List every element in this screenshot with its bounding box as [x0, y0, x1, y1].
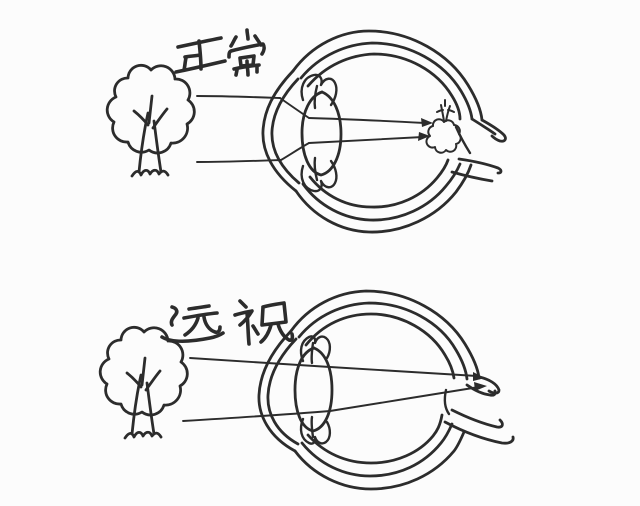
- normal-label-handwriting: [174, 28, 266, 77]
- light-ray-upper: [196, 95, 281, 99]
- yuan-stroke: [169, 305, 179, 327]
- retina-bottom: [308, 158, 450, 209]
- sclera-middle-bottom: [301, 162, 462, 222]
- cornea-outer-icon: [257, 329, 297, 453]
- mini-tree-trunk: [440, 104, 445, 122]
- zheng-stroke: [174, 59, 227, 74]
- tree-base: [130, 168, 170, 178]
- optic-nerve-lower-sheath: [450, 408, 504, 429]
- ciliary-body-bottom-detail: [313, 156, 319, 182]
- tree-branch: [147, 94, 154, 125]
- ray-arrowhead: [418, 132, 430, 141]
- sclera-outer-bottom: [294, 163, 473, 234]
- light-ray-lower-converging: [329, 386, 480, 412]
- sclera-outer-top: [291, 29, 484, 122]
- ciliary-body-bottom-detail: [310, 415, 315, 439]
- light-ray-lower: [182, 410, 331, 422]
- cornea-inner-icon: [266, 337, 300, 446]
- tree-icon: [98, 325, 189, 440]
- chang-stroke: [227, 42, 266, 59]
- optic-nerve-upper-sheath: [470, 117, 497, 136]
- shi-stroke: [259, 323, 273, 344]
- optic-nerve-upper-sheath: [477, 375, 501, 395]
- mini-tree-canopy: [425, 118, 462, 154]
- retina-top: [304, 312, 456, 380]
- eye-cross-section-hyperopia: [257, 289, 515, 491]
- tree-canopy: [105, 63, 196, 155]
- optic-nerve-lower-sheath: [450, 170, 494, 183]
- ray-arrowhead: [421, 118, 433, 127]
- retina-top: [306, 52, 462, 121]
- sclera-outer-top: [289, 289, 481, 380]
- ciliary-body-bottom: [300, 159, 338, 193]
- zheng-stroke: [183, 53, 202, 59]
- mini-tree-branch: [436, 109, 444, 113]
- yuan-stroke: [182, 311, 219, 320]
- chang-stroke: [234, 68, 239, 77]
- tree-branch: [151, 107, 169, 130]
- light-ray-upper: [189, 357, 331, 368]
- cornea-outer-icon: [261, 69, 298, 193]
- tree-icon: [105, 63, 196, 178]
- light-ray-upper-refracted: [279, 97, 310, 119]
- cornea-inner-icon: [270, 77, 301, 185]
- shi-stroke: [238, 299, 248, 309]
- sclera-middle-bottom: [300, 422, 454, 478]
- lens-icon: [300, 90, 343, 177]
- chang-stroke: [245, 59, 250, 77]
- light-rays-normal: [196, 95, 433, 163]
- optic-nerve-lower-sheath: [443, 420, 515, 445]
- ciliary-body-top: [300, 73, 338, 107]
- light-ray-lower-refracted: [280, 142, 310, 161]
- optic-disc-edge: [454, 125, 472, 155]
- sclera-middle-top: [297, 301, 469, 381]
- hyperopia-panel: [98, 289, 515, 491]
- yuan-stroke: [183, 316, 200, 337]
- ciliary-body-top: [299, 335, 332, 363]
- retinal-image-tree-icon: [425, 99, 462, 154]
- mini-tree-trunk: [445, 105, 451, 122]
- light-ray-upper-converging: [308, 117, 426, 124]
- ray-arrowhead: [474, 382, 487, 391]
- tree-trunk: [137, 111, 150, 174]
- sclera-outer-bottom: [293, 430, 466, 491]
- normal-vision-panel: [105, 28, 507, 234]
- yuan-stroke: [187, 304, 211, 311]
- optic-nerve-upper-sheath: [465, 383, 497, 397]
- tree-branch: [132, 109, 150, 127]
- light-rays-hyperopia: [182, 357, 487, 422]
- light-ray-lower-converging: [308, 136, 424, 144]
- retina-bottom: [306, 413, 444, 465]
- optic-disc-edge: [443, 388, 451, 416]
- shi-stroke: [260, 301, 288, 327]
- chang-stroke: [245, 28, 250, 41]
- shi-stroke: [233, 309, 254, 327]
- shi-stroke: [245, 311, 251, 346]
- sclera-middle-top: [299, 41, 474, 121]
- shi-stroke: [276, 322, 295, 342]
- optic-nerve-upper-sheath: [480, 118, 507, 143]
- yuan-stroke: [202, 315, 222, 335]
- optic-nerve-lower-sheath: [457, 157, 503, 175]
- ciliary-body-top-detail: [310, 341, 315, 365]
- light-ray-upper-converging: [329, 366, 478, 377]
- chang-stroke: [229, 35, 238, 48]
- ciliary-body-top-detail: [313, 84, 319, 110]
- ray-arrowhead: [473, 372, 485, 381]
- mini-tree-branch: [447, 109, 455, 113]
- light-ray-lower: [196, 159, 282, 163]
- shi-stroke: [251, 324, 260, 336]
- lens-icon: [293, 346, 334, 433]
- tree-trunk: [152, 119, 163, 174]
- eye-cross-section-normal: [261, 29, 507, 234]
- hyperopia-label-handwriting: [160, 299, 295, 346]
- ciliary-body-bottom: [299, 417, 332, 445]
